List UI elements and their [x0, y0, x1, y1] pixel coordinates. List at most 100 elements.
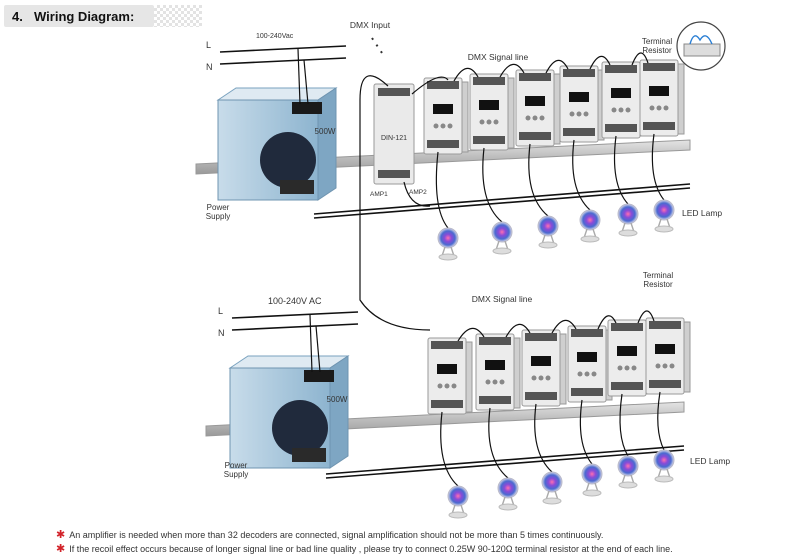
- psu-wattage-label: 500W: [327, 395, 348, 404]
- lamp-feed-wire: [651, 133, 665, 201]
- psu-input-wire-l: [309, 314, 313, 373]
- dmx-decoder-6-terminals: [649, 321, 681, 329]
- dmx-decoder-2-output-terminals: [473, 136, 505, 144]
- dmx-decoder-3-side: [559, 333, 567, 405]
- mains-n-label: N: [206, 62, 213, 72]
- mains-l-label: L: [206, 40, 211, 50]
- dmx-decoder-5-button: [625, 107, 631, 113]
- led-lamp-head: [537, 215, 559, 237]
- dmx-decoder-6-display: [655, 344, 675, 354]
- led-lamp-head: [617, 455, 639, 477]
- led-lamp-base: [448, 511, 468, 519]
- psu-output-terminal: [280, 180, 314, 194]
- led-lamp-base: [654, 475, 674, 483]
- dmx-decoder-3-button: [545, 375, 551, 381]
- dmx-decoder-4-button: [584, 371, 590, 377]
- note-1-text: An amplifier is needed when more than 32…: [69, 530, 604, 540]
- power-bus-negative: [313, 187, 691, 219]
- mains-l-wire: [231, 311, 359, 319]
- dmx-decoder-4-terminals: [563, 69, 595, 77]
- led-lamp-head: [437, 227, 459, 249]
- dmx-signal-wire: [589, 55, 611, 70]
- dmx-input-label: DMX Input: [350, 20, 391, 30]
- dmx-decoder-3-terminals: [519, 73, 551, 81]
- psu-side: [317, 87, 337, 201]
- dmx-decoder-3-display: [525, 96, 545, 106]
- dmx-signal-wire: [631, 52, 649, 66]
- lamp-feed-wire: [579, 399, 593, 465]
- dmx-decoder-2-output-terminals: [479, 396, 511, 404]
- psu-terminal-block: [304, 370, 334, 382]
- led-lamp-head: [653, 199, 675, 221]
- dmx-decoder-6-button: [649, 105, 655, 111]
- led-lamp-base: [654, 225, 674, 233]
- psu-wattage-label: 500W: [315, 127, 336, 136]
- dmx-decoder-3-output-terminals: [519, 132, 551, 140]
- dmx-decoder-3-button: [538, 375, 544, 381]
- dmx-decoder-6-side: [677, 63, 685, 135]
- psu-input-wire-n: [315, 325, 321, 373]
- amp2-label: AMP2: [409, 189, 427, 196]
- dmx-decoder-1-button: [440, 123, 446, 129]
- dmx-decoder-1-display: [433, 104, 453, 114]
- amplifier-terminals: [378, 88, 410, 96]
- dmx-decoder-1-side: [461, 81, 469, 153]
- dmx-decoder-6-output-terminals: [643, 122, 675, 130]
- amplifier-output-terminals: [378, 170, 410, 178]
- dmx-signal-wire: [637, 310, 655, 324]
- led-lamp-base: [438, 253, 458, 261]
- mains-voltage-label: 100-240Vac: [256, 33, 294, 40]
- amplifier-body: [373, 83, 415, 185]
- dmx-decoder-5-button: [617, 365, 623, 371]
- mains-n-label: N: [218, 328, 225, 338]
- dmx-decoder-4-display: [569, 92, 589, 102]
- lamp-feed-wire: [657, 391, 665, 451]
- dmx-decoder-5-output-terminals: [611, 382, 643, 390]
- section-header: 4. Wiring Diagram:: [4, 5, 204, 29]
- dmx-decoder-1-button: [437, 383, 443, 389]
- lamp-feed-wire: [488, 407, 509, 479]
- led-lamp-base: [582, 489, 602, 497]
- dmx-decoder-6-button: [663, 105, 669, 111]
- dmx-decoder-1-side: [465, 341, 473, 413]
- mains-n-wire: [231, 323, 359, 331]
- dmx-decoder-4-button: [591, 371, 597, 377]
- dmx-decoder-6-button: [662, 363, 668, 369]
- dmx-decoder-2-button: [479, 119, 485, 125]
- dmx-decoder-4-button: [569, 111, 575, 117]
- dmx-decoder-2-button: [499, 379, 505, 385]
- dmx-decoder-5-button: [624, 365, 630, 371]
- psu-fan: [272, 400, 328, 456]
- mains-voltage-label: 100-240V AC: [268, 296, 322, 306]
- asterisk-icon: ✱: [56, 529, 66, 541]
- led-lamp-label: LED Lamp: [690, 456, 730, 466]
- dmx-decoder-4-button: [577, 371, 583, 377]
- dmx-decoder-1-button: [433, 123, 439, 129]
- led-lamp-base: [498, 503, 518, 511]
- note-2-text: If the recoil effect occurs because of l…: [69, 544, 673, 554]
- dmx-decoder-1-terminals: [427, 81, 459, 89]
- dmx-decoder-5-display: [617, 346, 637, 356]
- dmx-decoder-5-output-terminals: [605, 124, 637, 132]
- psu-input-wire-n: [303, 59, 309, 105]
- dmx-decoder-4-button: [576, 111, 582, 117]
- psu-fan: [260, 132, 316, 188]
- dmx-signal-wire: [499, 63, 525, 78]
- dmx-decoder-5-button: [611, 107, 617, 113]
- dmx-decoder-6-button: [656, 105, 662, 111]
- dmx-decoder-2-button: [486, 119, 492, 125]
- dmx-decoder-3-button: [531, 375, 537, 381]
- mains-l-label: L: [218, 306, 223, 316]
- dmx-decoder-2-side: [513, 337, 521, 409]
- dmx-decoder-6-button: [655, 363, 661, 369]
- dmx-input-wire: [359, 75, 431, 331]
- dmx-decoder-2-display: [479, 100, 499, 110]
- dmx-decoder-1-display: [437, 364, 457, 374]
- section-title: Wiring Diagram:: [34, 9, 135, 24]
- led-lamp-base: [538, 241, 558, 249]
- led-lamp-head: [581, 463, 603, 485]
- led-lamp-base: [542, 497, 562, 505]
